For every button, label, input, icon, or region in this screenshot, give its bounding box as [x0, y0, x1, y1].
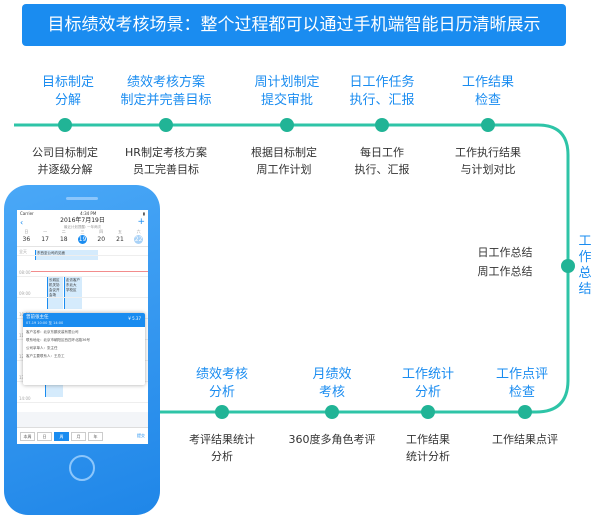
top-stage-3-title: 周计划制定 提交审批 [254, 75, 320, 108]
day-number: 21 [116, 236, 124, 243]
top-stage-2-title: 绩效考核方案 制定并完善目标 [120, 75, 212, 108]
bottom-stage-4-title: 绩效考核 分析 [195, 367, 249, 400]
popup-amount: ¥ 5.37 [128, 316, 141, 321]
bottom-stage-3-node [325, 405, 339, 419]
popup-line: 客户主要联系人：王总工 [26, 354, 65, 358]
view-tab[interactable]: 月 [71, 431, 86, 441]
top-stage-1-desc: 公司目标制定 并逐级分解 [32, 146, 98, 176]
day-number: 18 [59, 236, 68, 243]
day-cell[interactable]: 日 36 [17, 229, 36, 246]
status-bar: Carrier 4:34 PM ▮ [17, 210, 148, 217]
phone-speaker [66, 197, 98, 200]
day-cell[interactable]: 一 17 [36, 229, 55, 246]
view-tabs: 本周日周月年 提交 [17, 427, 148, 444]
day-number: 36 [22, 236, 31, 243]
event-block[interactable]: 走访客户 东北大 学校区 [64, 277, 82, 309]
calendar-header: ‹ 2016年7月19日 最近计划提醒: 一年两次 + [17, 217, 148, 229]
back-arrow-icon[interactable]: ‹ [20, 218, 24, 227]
popup-header: 曾前张主任 07-19 10:00 至 14:00 ¥ 5.37 [23, 313, 145, 327]
popup-title: 曾前张主任 [26, 315, 49, 320]
bottom-stage-1-title: 工作点评 检查 [495, 367, 549, 400]
bottom-stage-3-desc: 360度多角色考评 [288, 433, 376, 446]
side-stage-desc: 日工作总结 周工作总结 [477, 246, 533, 278]
weekday-label: 日 [24, 229, 29, 234]
top-stage-5-node [481, 118, 495, 132]
popup-line: 联系地址：北京市朝阳区西四环北路36号 [26, 338, 90, 342]
phone-mockup: Carrier 4:34 PM ▮ ‹ 2016年7月19日 最近计划提醒: 一… [4, 185, 160, 515]
weekday-label: 二 [61, 229, 66, 234]
weekday-label: 五 [117, 229, 122, 234]
side-stage-title: 工作总结 [578, 234, 592, 297]
day-number: 22 [134, 235, 144, 244]
day-cell[interactable]: 五 21 [111, 229, 130, 246]
event-detail-popup[interactable]: 曾前张主任 07-19 10:00 至 14:00 ¥ 5.37 客户名称：北京… [23, 313, 145, 385]
hour-gridline [17, 402, 148, 403]
calendar-date-title: 2016年7月19日 [60, 217, 105, 224]
hour-gridline [17, 297, 148, 298]
view-tab[interactable]: 本周 [20, 431, 35, 441]
weekday-label: 三 [80, 229, 85, 234]
hour-label: 09:00 [19, 291, 31, 296]
add-event-icon[interactable]: + [137, 217, 145, 227]
hour-label: 14:00 [19, 396, 31, 401]
hour-label: 全天 [19, 249, 27, 254]
bottom-stage-3-title: 月绩效 考核 [312, 367, 352, 400]
popup-line: 客户名称：北京东鹏安装有限公司 [26, 330, 79, 334]
view-tab[interactable]: 日 [37, 431, 52, 441]
bottom-stage-1-desc: 工作结果点评 [492, 433, 558, 446]
event-block[interactable]: 长城区 机关协 会议开 会场 [47, 277, 63, 309]
top-stage-5-desc: 工作执行结果 与计划对比 [455, 146, 521, 176]
day-number: 17 [41, 236, 49, 243]
bottom-stage-2-desc: 工作结果 统计分析 [406, 433, 450, 463]
bottom-stage-4-node [215, 405, 229, 419]
weekday-label: 四 [99, 229, 104, 234]
day-number: 19 [78, 235, 88, 244]
battery-icon: ▮ [142, 211, 145, 216]
popup-subtitle: 07-19 10:00 至 14:00 [26, 321, 64, 325]
bottom-stage-1-node [518, 405, 532, 419]
top-stage-1-title: 目标制定 分解 [41, 75, 95, 108]
top-stage-1-node [58, 118, 72, 132]
hour-gridline [17, 276, 148, 277]
top-stage-3-desc: 根据目标制定 周工作计划 [251, 146, 317, 176]
carrier-label: Carrier [20, 211, 34, 216]
weekday-label: 一 [43, 229, 48, 234]
top-stage-4-node [375, 118, 389, 132]
top-stage-5-title: 工作结果 检查 [461, 75, 515, 108]
day-cell[interactable]: 四 20 [92, 229, 111, 246]
day-number: 20 [97, 236, 106, 243]
top-stage-2-desc: HR制定考核方案 员工完善目标 [125, 146, 207, 176]
popup-line: 公司拿单人：张主任 [26, 346, 58, 350]
top-stage-2-node [159, 118, 173, 132]
hour-label: 08:00 [19, 270, 31, 275]
bottom-stage-2-title: 工作统计 分析 [401, 367, 455, 400]
banner-title: 目标绩效考核场景：整个过程都可以通过手机端智能日历清晰展示 [22, 4, 566, 46]
view-tab[interactable]: 年 [88, 431, 103, 441]
bottom-stage-4-desc: 考评结果统计 分析 [189, 433, 255, 463]
top-stage-4-title: 日工作任务 执行、汇报 [349, 75, 415, 108]
submit-button[interactable]: 提交 [137, 433, 145, 438]
weekday-label: 六 [136, 229, 141, 234]
top-stage-3-node [280, 118, 294, 132]
current-time-line [31, 271, 148, 272]
process-flow-track [14, 118, 575, 419]
home-button[interactable] [69, 455, 95, 481]
top-stage-4-desc: 每日工作 执行、汇报 [354, 146, 410, 176]
calendar-screen: Carrier 4:34 PM ▮ ‹ 2016年7月19日 最近计划提醒: 一… [17, 210, 148, 444]
calendar-date-subtitle: 最近计划提醒: 一年两次 [63, 225, 102, 229]
day-cell[interactable]: 二 18 [54, 229, 73, 246]
status-time: 4:34 PM [80, 211, 97, 216]
bottom-stage-2-node [421, 405, 435, 419]
hour-gridline [17, 255, 148, 256]
side-stage-node [561, 259, 575, 273]
view-tab[interactable]: 周 [54, 431, 69, 441]
